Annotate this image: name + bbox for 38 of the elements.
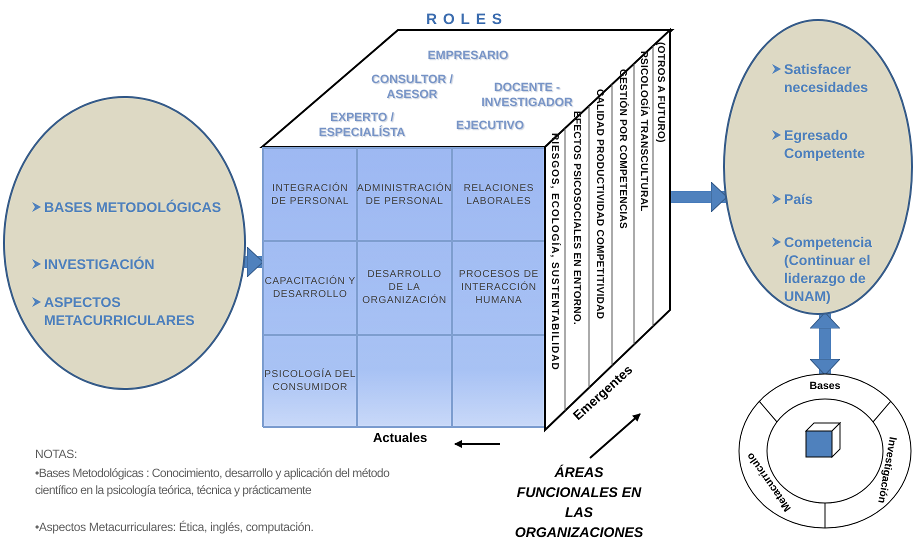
cell-text: PSICOLOGÍA DEL CONSUMIDOR bbox=[264, 368, 356, 394]
list-item-text: Competencia (Continuar el liderazgo de UNAM) bbox=[784, 233, 873, 305]
cube-icon bbox=[805, 422, 841, 458]
notes-heading: NOTAS: bbox=[35, 446, 77, 463]
role-label: EXPERTO / ESPECIALÍSTA bbox=[318, 110, 406, 140]
block-arrow bbox=[670, 182, 728, 212]
cell-text: DESARROLLO DE LA ORGANIZACIÓN bbox=[361, 268, 448, 308]
cell-text: RELACIONES LABORALES bbox=[462, 182, 536, 208]
vertical-label: EFECTOS PSICOSOCIALES EN ENTORNO. bbox=[571, 110, 582, 325]
list-item-text: ASPECTOS METACURRICULARES bbox=[44, 293, 196, 329]
list-item-text: BASES METODOLÓGICAS bbox=[44, 198, 222, 216]
cell-text: ADMINISTRACIÓN DE PERSONAL bbox=[356, 182, 452, 208]
vertical-label: CALIDAD PRODUCTIVIDAD COMPETITIVIDAD bbox=[594, 89, 605, 320]
role-label: CONSULTOR / ASESOR bbox=[370, 72, 454, 102]
note-text: •Aspectos Metacurriculares: Ética, inglés, computación. bbox=[35, 519, 314, 536]
role-label: EJECUTIVO bbox=[456, 118, 524, 133]
note-text: •Bases Metodológicas : Conocimiento, desarrollo y aplicación del método científico en la psicología teórica, técnica y prácticamente bbox=[35, 465, 390, 499]
vertical-label: PSICOLOGÍA TRANSCULTURAL bbox=[638, 50, 649, 212]
cell-text: INTEGRACIÓN DE PERSONAL bbox=[270, 182, 350, 208]
cube-front-face bbox=[262, 147, 545, 427]
caption-text: ÁREAS FUNCIONALES EN LAS ORGANIZACIONES bbox=[514, 463, 644, 540]
vertical-label: GESTIÓN POR COMPETENCIAS bbox=[617, 68, 628, 229]
role-label: EMPRESARIO bbox=[428, 48, 508, 63]
list-item-text: Satisfacer necesidades bbox=[784, 60, 870, 96]
block-arrow bbox=[810, 312, 840, 376]
vertical-label: (OTROS A FUTURO) bbox=[655, 42, 666, 143]
list-item-text: INVESTIGACIÓN bbox=[44, 255, 154, 273]
axis-label: Actuales bbox=[373, 430, 428, 445]
block-arrow bbox=[244, 246, 264, 278]
vertical-label: RIESGOS, ECOLOGÍA, SUSTENTABILIDAD bbox=[549, 133, 560, 371]
role-label: DOCENTE - INVESTIGADOR bbox=[480, 80, 574, 110]
grid-cell bbox=[357, 334, 452, 428]
heading: ROLES bbox=[426, 12, 508, 27]
cell-text: CAPACITACIÓN Y DESARROLLO bbox=[264, 274, 356, 301]
list-item-text: País bbox=[784, 190, 813, 208]
cell-text: PROCESOS DE INTERACCIÓN HUMANA bbox=[458, 268, 540, 308]
ring-label: Bases bbox=[810, 380, 840, 392]
list-item-text: Egresado Competente bbox=[784, 126, 866, 162]
